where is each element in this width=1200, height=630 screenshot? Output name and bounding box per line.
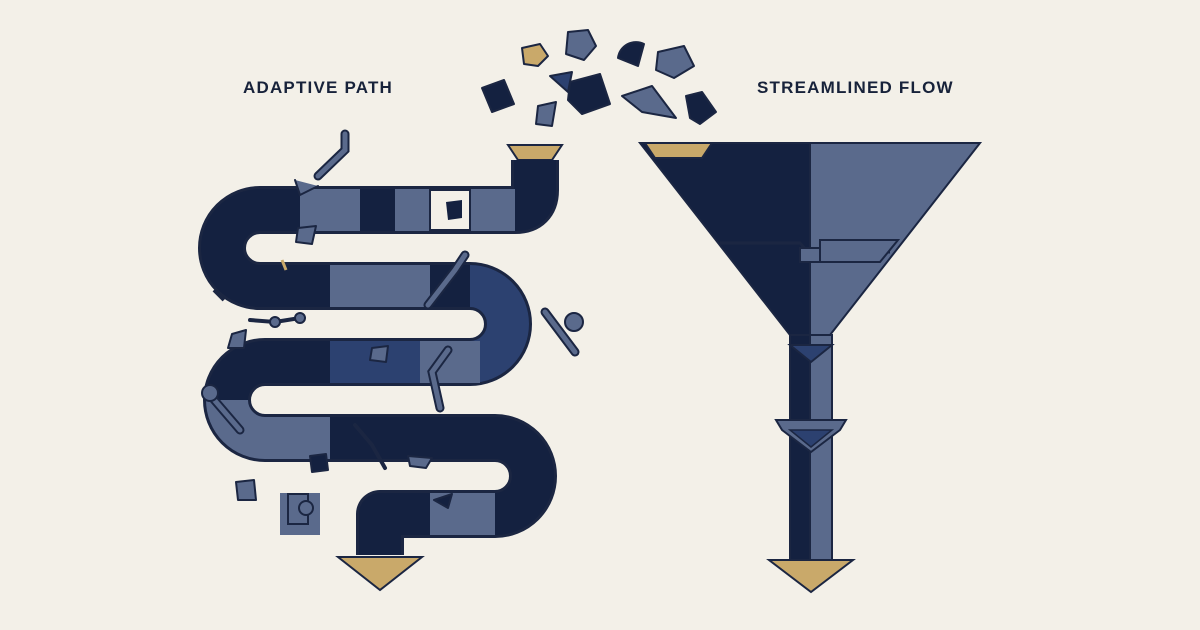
adaptive-outlet-arrow-down-icon (335, 556, 425, 592)
debris-cluster (481, 29, 717, 127)
funnel-left-half (637, 142, 811, 336)
lever-knob-2 (201, 384, 219, 402)
debris-square-chip (481, 79, 515, 113)
debris-hexagon (565, 29, 597, 61)
debris-notched (685, 91, 717, 125)
debris-half-disc (617, 41, 645, 67)
debris-rhombus (621, 85, 677, 119)
debris-pentagon (655, 45, 695, 79)
adaptive-pipe (198, 144, 564, 592)
lever-knob (564, 312, 584, 332)
streamlined-outlet-arrow-down-icon (766, 559, 856, 594)
debris-gold-chip (521, 43, 549, 67)
adaptive-fragments (212, 225, 453, 509)
streamlined-flow-label: STREAMLINED FLOW (757, 78, 954, 97)
debris-block (567, 73, 611, 115)
funnel-rim (643, 142, 714, 159)
adaptive-inlet (506, 144, 564, 161)
adaptive-mechanisms (201, 129, 584, 525)
debris-shard (535, 101, 557, 127)
streamlined-funnel (637, 142, 983, 594)
adaptive-path-label: ADAPTIVE PATH (243, 78, 394, 97)
